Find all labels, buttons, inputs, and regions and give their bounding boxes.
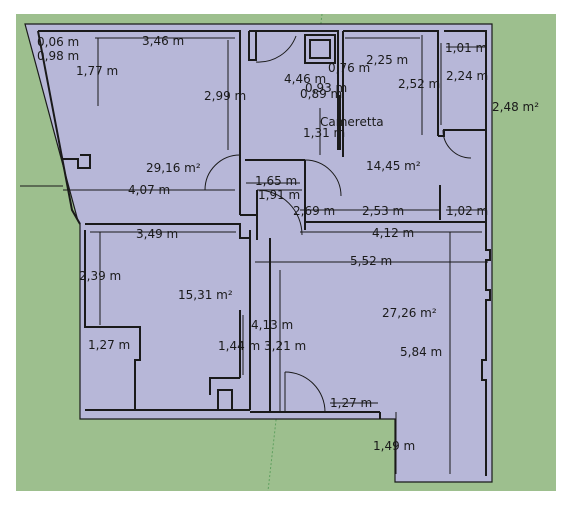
room-label-center-east: 14,45 m² <box>366 159 421 173</box>
door-swings <box>204 35 472 413</box>
interior-walls <box>37 30 491 476</box>
dim-1-27-west: 1,27 m <box>88 338 130 352</box>
dim-2-25: 2,25 m <box>366 53 408 67</box>
dim-2-52: 2,52 m <box>398 77 440 91</box>
dim-4-46: 4,46 m <box>284 72 326 86</box>
dim-0-98: 0,98 m <box>37 49 79 63</box>
dim-0-76: 0,76 m <box>328 61 370 75</box>
dim-3-46: 3,46 m <box>142 34 184 48</box>
dim-3-49: 3,49 m <box>136 227 178 241</box>
dim-1-44: 1,44 m <box>218 339 260 353</box>
room-label-south-east: 27,26 m² <box>382 306 437 320</box>
dim-1-65: 1,65 m <box>255 174 297 188</box>
dim-4-07: 4,07 m <box>128 183 170 197</box>
dim-2-53: 2,53 m <box>362 204 404 218</box>
dim-1-02: 1,02 m <box>446 204 488 218</box>
room-label-cameretta: Cameretta <box>320 115 384 129</box>
dim-2-99: 2,99 m <box>204 89 246 103</box>
dim-4-13: 4,13 m <box>251 318 293 332</box>
dim-1-91: 1,91 m <box>258 188 300 202</box>
room-area-labels: 29,16 m² 14,45 m² 15,31 m² 27,26 m² 2,48… <box>146 100 539 320</box>
dim-5-52: 5,52 m <box>350 254 392 268</box>
dim-0-89: 0,89 m <box>300 87 342 101</box>
dim-0-06: 0,06 m <box>37 35 79 49</box>
dim-1-31: 1,31 m <box>303 126 345 140</box>
room-label-big-nw: 29,16 m² <box>146 161 201 175</box>
dim-5-84: 5,84 m <box>400 345 442 359</box>
dim-4-12: 4,12 m <box>372 226 414 240</box>
dim-1-77: 1,77 m <box>76 64 118 78</box>
dim-2-39: 2,39 m <box>79 269 121 283</box>
dim-1-01: 1,01 m <box>445 41 487 55</box>
dim-2-69: 2,69 m <box>293 204 335 218</box>
dimension-lines <box>20 35 488 474</box>
dim-3-21: 3,21 m <box>264 339 306 353</box>
dim-1-49: 1,49 m <box>373 439 415 453</box>
room-label-north-east-small: 2,48 m² <box>492 100 539 114</box>
room-label-south-west: 15,31 m² <box>178 288 233 302</box>
dimension-labels: 0,06 m 0,98 m 3,46 m 1,77 m 2,99 m 4,46 … <box>37 34 488 453</box>
dim-0-93: 0,93 m <box>305 81 347 95</box>
dim-2-24: 2,24 m <box>446 69 488 83</box>
dim-1-27-south: 1,27 m <box>330 396 372 410</box>
